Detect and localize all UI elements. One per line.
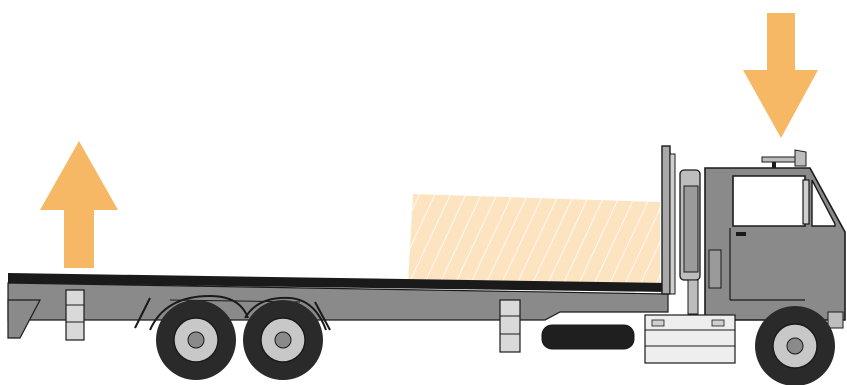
fuel-tank [542,325,634,349]
cargo-block [408,194,660,292]
front-wheel [755,306,835,385]
mid-step [500,300,520,352]
exhaust-stack [680,170,700,314]
truck-cab [705,150,845,328]
rear-step [66,290,84,340]
rear-wheel-1 [156,300,236,380]
cab-step [645,315,735,363]
down-arrow-icon [743,13,818,138]
rear-wheel-2 [243,300,323,380]
up-arrow-icon [40,141,118,268]
